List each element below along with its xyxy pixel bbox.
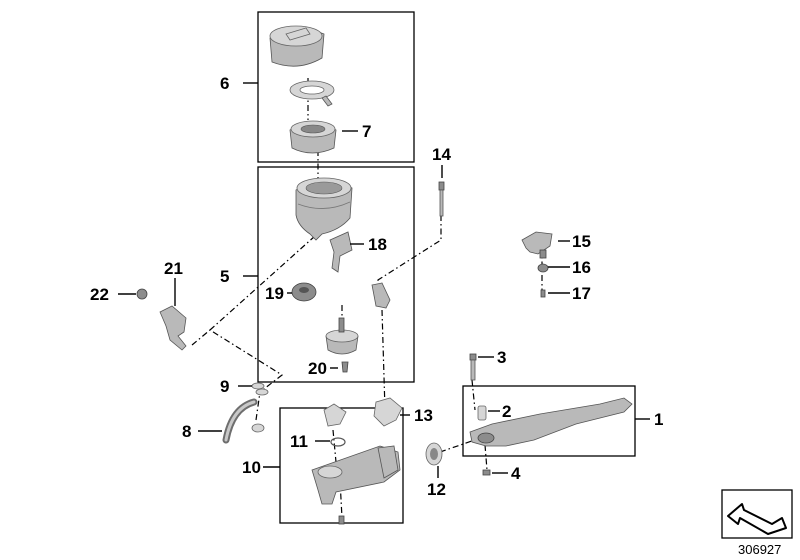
part-sleeve-2 <box>477 405 487 421</box>
part-reservoir-cap <box>269 25 325 67</box>
callout-15: 15 <box>572 232 591 251</box>
part-washer-9 <box>251 382 269 396</box>
leader-lines <box>118 82 650 478</box>
part-bracket-mount <box>371 282 391 309</box>
callout-7: 7 <box>362 122 371 141</box>
callout-labels: 1 2 3 4 5 6 7 8 9 10 11 12 13 14 15 16 1… <box>90 74 663 499</box>
part-bolt-14 <box>438 181 445 217</box>
part-hose <box>222 398 265 444</box>
callout-19: 19 <box>265 284 284 303</box>
callout-1: 1 <box>654 410 663 429</box>
reference-block: 306927 <box>721 489 793 557</box>
callout-21: 21 <box>164 259 183 278</box>
orientation-arrow-icon <box>727 503 787 535</box>
part-reservoir <box>295 177 353 241</box>
group-box-5 <box>257 166 415 383</box>
callout-8: 8 <box>182 422 191 441</box>
callout-20: 20 <box>308 359 327 378</box>
callout-17: 17 <box>572 284 591 303</box>
reference-number: 306927 <box>738 542 781 557</box>
callout-9: 9 <box>220 377 229 396</box>
part-diaphragm <box>289 120 337 154</box>
part-pin-3 <box>469 353 477 381</box>
callout-13: 13 <box>414 406 433 425</box>
part-master-cylinder <box>311 397 403 525</box>
part-screw-22 <box>136 288 148 300</box>
part-screw-20 <box>341 361 349 373</box>
callout-16: 16 <box>572 258 591 277</box>
callout-11: 11 <box>290 432 308 451</box>
part-lever <box>469 397 633 447</box>
callout-10: 10 <box>242 458 261 477</box>
part-nut-16 <box>537 263 549 273</box>
callout-22: 22 <box>90 285 109 304</box>
part-switch <box>521 231 553 259</box>
group-box-6 <box>257 11 415 163</box>
callout-18: 18 <box>368 235 387 254</box>
part-ring-11 <box>330 437 346 447</box>
part-bracket-18 <box>329 231 353 273</box>
part-clamp <box>159 305 187 351</box>
part-cup <box>325 317 359 355</box>
callout-3: 3 <box>497 348 506 367</box>
part-grommet <box>291 282 317 302</box>
callout-6: 6 <box>220 74 229 93</box>
part-nut-4 <box>482 469 491 476</box>
callout-5: 5 <box>220 267 229 286</box>
callout-14: 14 <box>432 145 451 164</box>
callout-2: 2 <box>502 402 511 421</box>
part-screw-17 <box>540 289 546 298</box>
part-gasket <box>289 80 335 107</box>
callout-12: 12 <box>427 480 446 499</box>
reference-icon-box <box>721 489 793 539</box>
part-bushing <box>425 442 443 466</box>
group-box-1 <box>462 385 636 457</box>
callout-4: 4 <box>511 464 521 483</box>
